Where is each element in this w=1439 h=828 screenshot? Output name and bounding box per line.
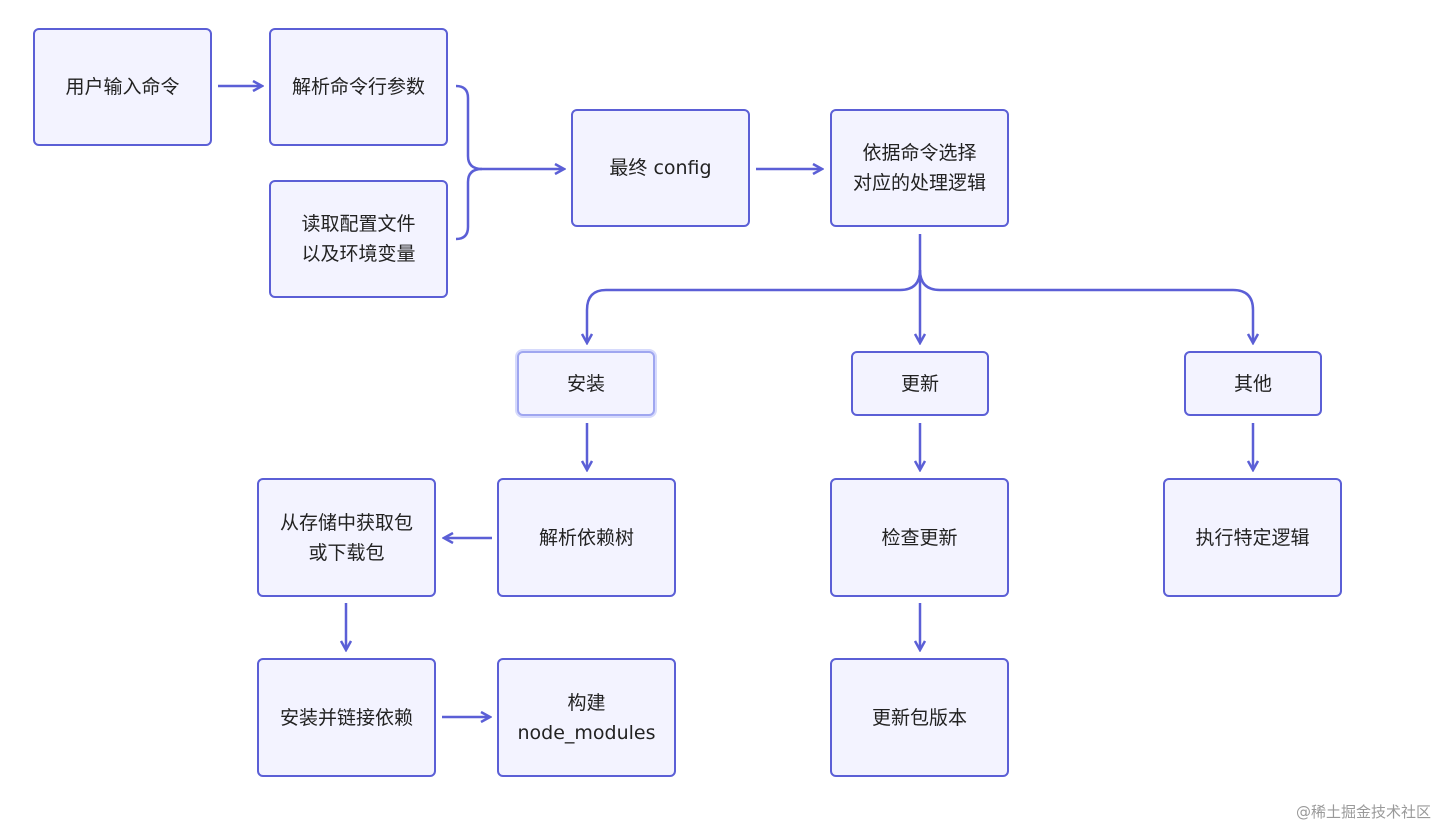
edge-parse-to-config — [455, 84, 564, 169]
node-parse-args[interactable]: 解析命令行参数 — [269, 28, 448, 146]
node-exec-logic[interactable]: 执行特定逻辑 — [1163, 478, 1342, 597]
node-final-config[interactable]: 最终 config — [571, 109, 750, 227]
node-parse-deps[interactable]: 解析依赖树 — [497, 478, 676, 597]
node-update[interactable]: 更新 — [851, 351, 989, 416]
edge-select-to-other — [918, 269, 1253, 343]
edge-select-to-install — [587, 269, 922, 343]
node-build-node-modules[interactable]: 构建 node_modules — [497, 658, 676, 777]
node-user-input[interactable]: 用户输入命令 — [33, 28, 212, 146]
node-install[interactable]: 安装 — [517, 351, 655, 416]
node-fetch-package[interactable]: 从存储中获取包 或下载包 — [257, 478, 436, 597]
node-check-update[interactable]: 检查更新 — [830, 478, 1009, 597]
watermark: @稀土掘金技术社区 — [1295, 803, 1431, 821]
node-update-version[interactable]: 更新包版本 — [830, 658, 1009, 777]
node-read-config[interactable]: 读取配置文件 以及环境变量 — [269, 180, 448, 298]
node-install-link[interactable]: 安装并链接依赖 — [257, 658, 436, 777]
node-other[interactable]: 其他 — [1184, 351, 1322, 416]
edge-readconfig-to-config — [455, 167, 483, 241]
node-select-logic[interactable]: 依据命令选择 对应的处理逻辑 — [830, 109, 1009, 227]
